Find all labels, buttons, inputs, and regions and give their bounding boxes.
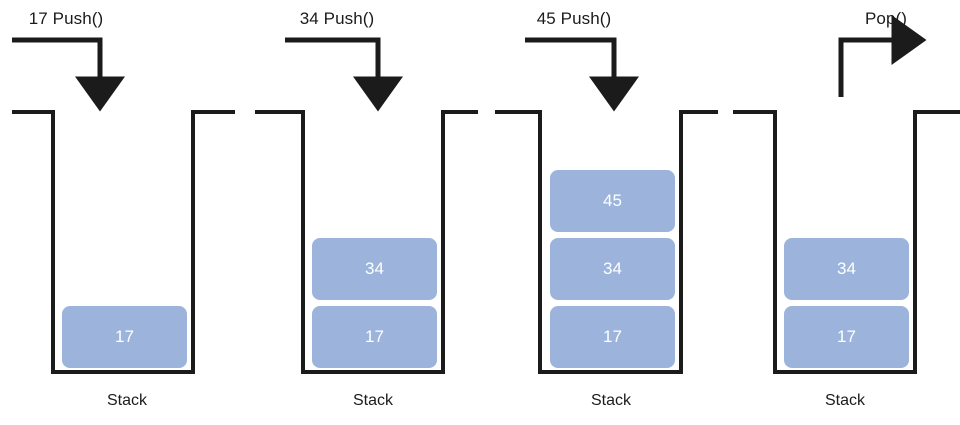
stack-caption-3: Stack xyxy=(590,392,632,409)
stack-walls-3 xyxy=(495,110,718,374)
stack-caption-1: Stack xyxy=(106,392,148,409)
stack-walls-2 xyxy=(255,110,478,374)
stack-walls-4 xyxy=(733,110,960,374)
stack-item-box: 17 xyxy=(311,305,438,369)
operation-label-pop: Pop() xyxy=(864,9,908,28)
operation-label-push-45: 45 Push() xyxy=(536,9,612,28)
stack-walls-1 xyxy=(12,110,235,374)
stack-container-3 xyxy=(495,110,718,374)
stack-item-box: 34 xyxy=(783,237,910,301)
push-arrow-3 xyxy=(525,37,639,112)
stack-container-1 xyxy=(12,110,235,374)
stack-item-box: 45 xyxy=(549,169,676,233)
pop-arrow-path-4 xyxy=(838,15,927,97)
stack-item-box: 17 xyxy=(549,305,676,369)
stack-caption-4: Stack xyxy=(824,392,866,409)
stack-container-2 xyxy=(255,110,478,374)
stack-item-box: 34 xyxy=(549,237,676,301)
push-arrow-path-1 xyxy=(12,37,125,112)
push-arrow-path-3 xyxy=(525,37,639,112)
stack-item-box: 17 xyxy=(783,305,910,369)
operation-label-push-34: 34 Push() xyxy=(299,9,375,28)
pop-arrow-4 xyxy=(838,15,927,97)
push-arrow-path-2 xyxy=(285,37,403,112)
stack-item-box: 34 xyxy=(311,237,438,301)
operation-label-push-17: 17 Push() xyxy=(28,9,104,28)
stack-item-box: 17 xyxy=(61,305,188,369)
stack-container-4 xyxy=(733,110,960,374)
push-arrow-1 xyxy=(12,37,125,112)
stack-caption-2: Stack xyxy=(352,392,394,409)
push-arrow-2 xyxy=(285,37,403,112)
